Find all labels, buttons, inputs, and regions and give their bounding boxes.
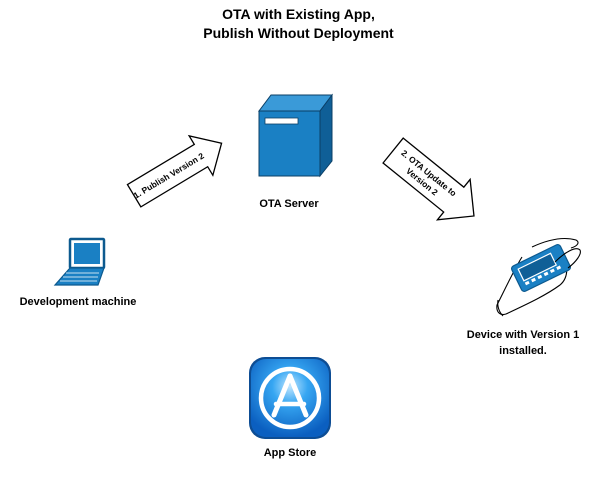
ota-update-arrow: 2. OTA Update to Version 2 xyxy=(382,137,475,221)
app-store-label: App Store xyxy=(263,447,317,459)
device-label-line1: Device with Version 1 xyxy=(466,329,580,341)
device-label-line2: installed. xyxy=(499,345,547,357)
ota-server-label: OTA Server xyxy=(259,198,319,210)
dev-machine-label: Development machine xyxy=(19,296,137,308)
laptop-icon xyxy=(53,237,106,286)
server-icon xyxy=(258,93,333,178)
app-store-icon xyxy=(249,357,331,439)
diagram-title-line2: Publish Without Deployment xyxy=(203,25,394,41)
publish-arrow: 1. Publish Version 2 xyxy=(126,134,223,208)
phone-in-hand-icon xyxy=(496,238,581,317)
diagram-title-line1: OTA with Existing App, xyxy=(222,6,375,22)
